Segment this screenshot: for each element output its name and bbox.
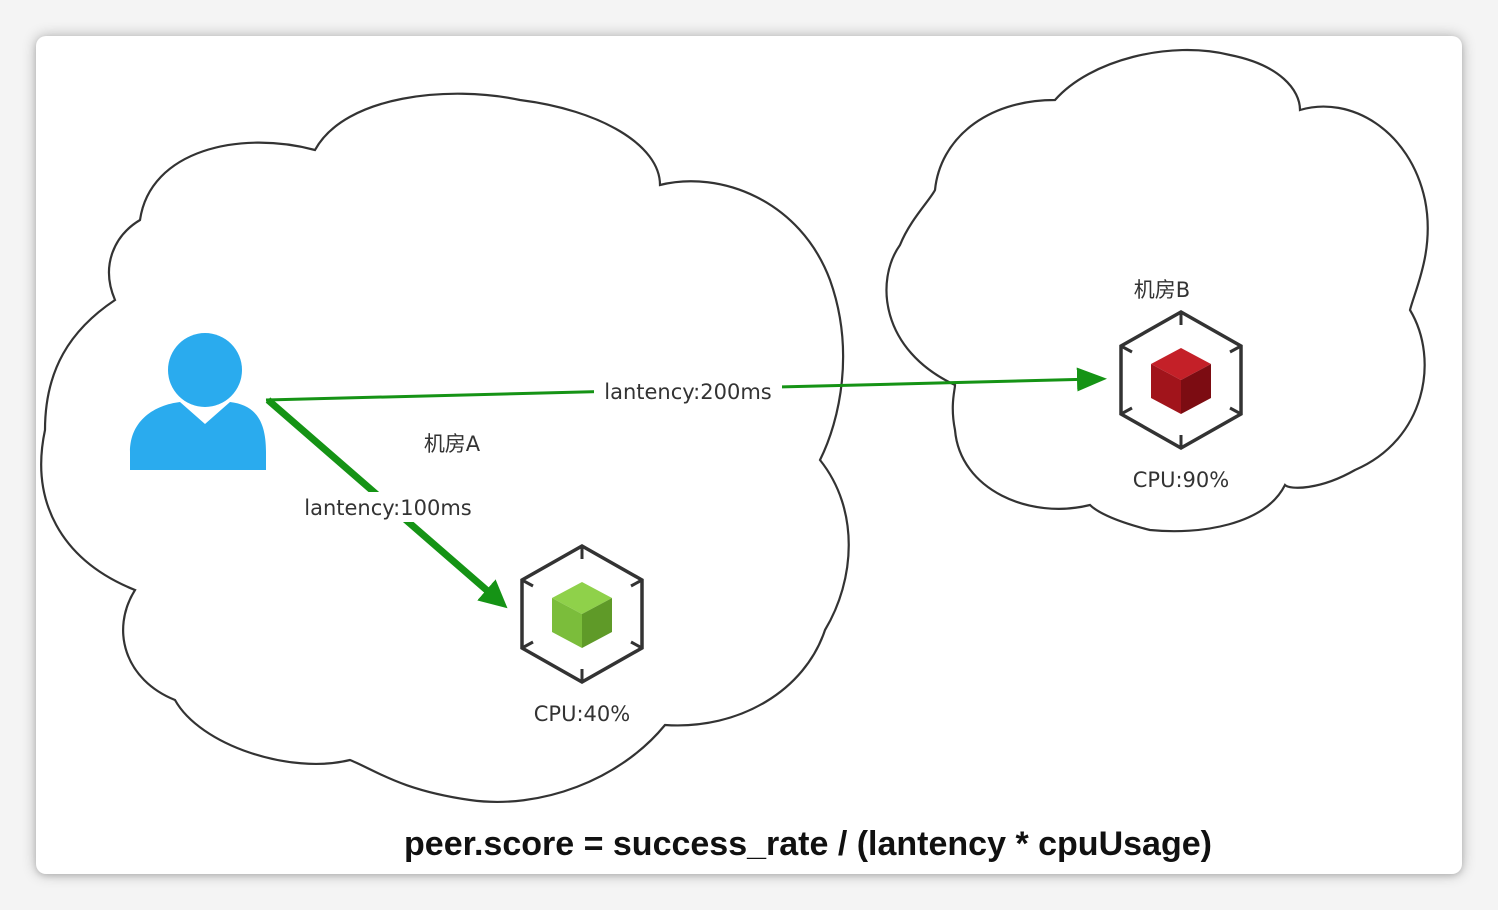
user-icon [130, 333, 266, 470]
edge-label-bg-b [594, 376, 782, 406]
score-formula: peer.score = success_rate / (lantency * … [404, 825, 1212, 863]
room-a-cpu-label: CPU:40% [534, 702, 630, 726]
room-b-label: 机房B [1134, 278, 1190, 302]
server-cube-icon [1119, 309, 1243, 451]
edge-label-room-a: lantency:100ms [304, 496, 471, 520]
cloud-room-b [885, 48, 1429, 533]
edge-label-bg-a [293, 492, 483, 522]
edge-label-room-b: lantency:200ms [604, 380, 771, 404]
server-cube-icon [520, 543, 644, 685]
cloud-room-a [40, 92, 850, 804]
room-b-cpu-label: CPU:90% [1133, 468, 1229, 492]
room-a-label: 机房A [424, 432, 481, 456]
